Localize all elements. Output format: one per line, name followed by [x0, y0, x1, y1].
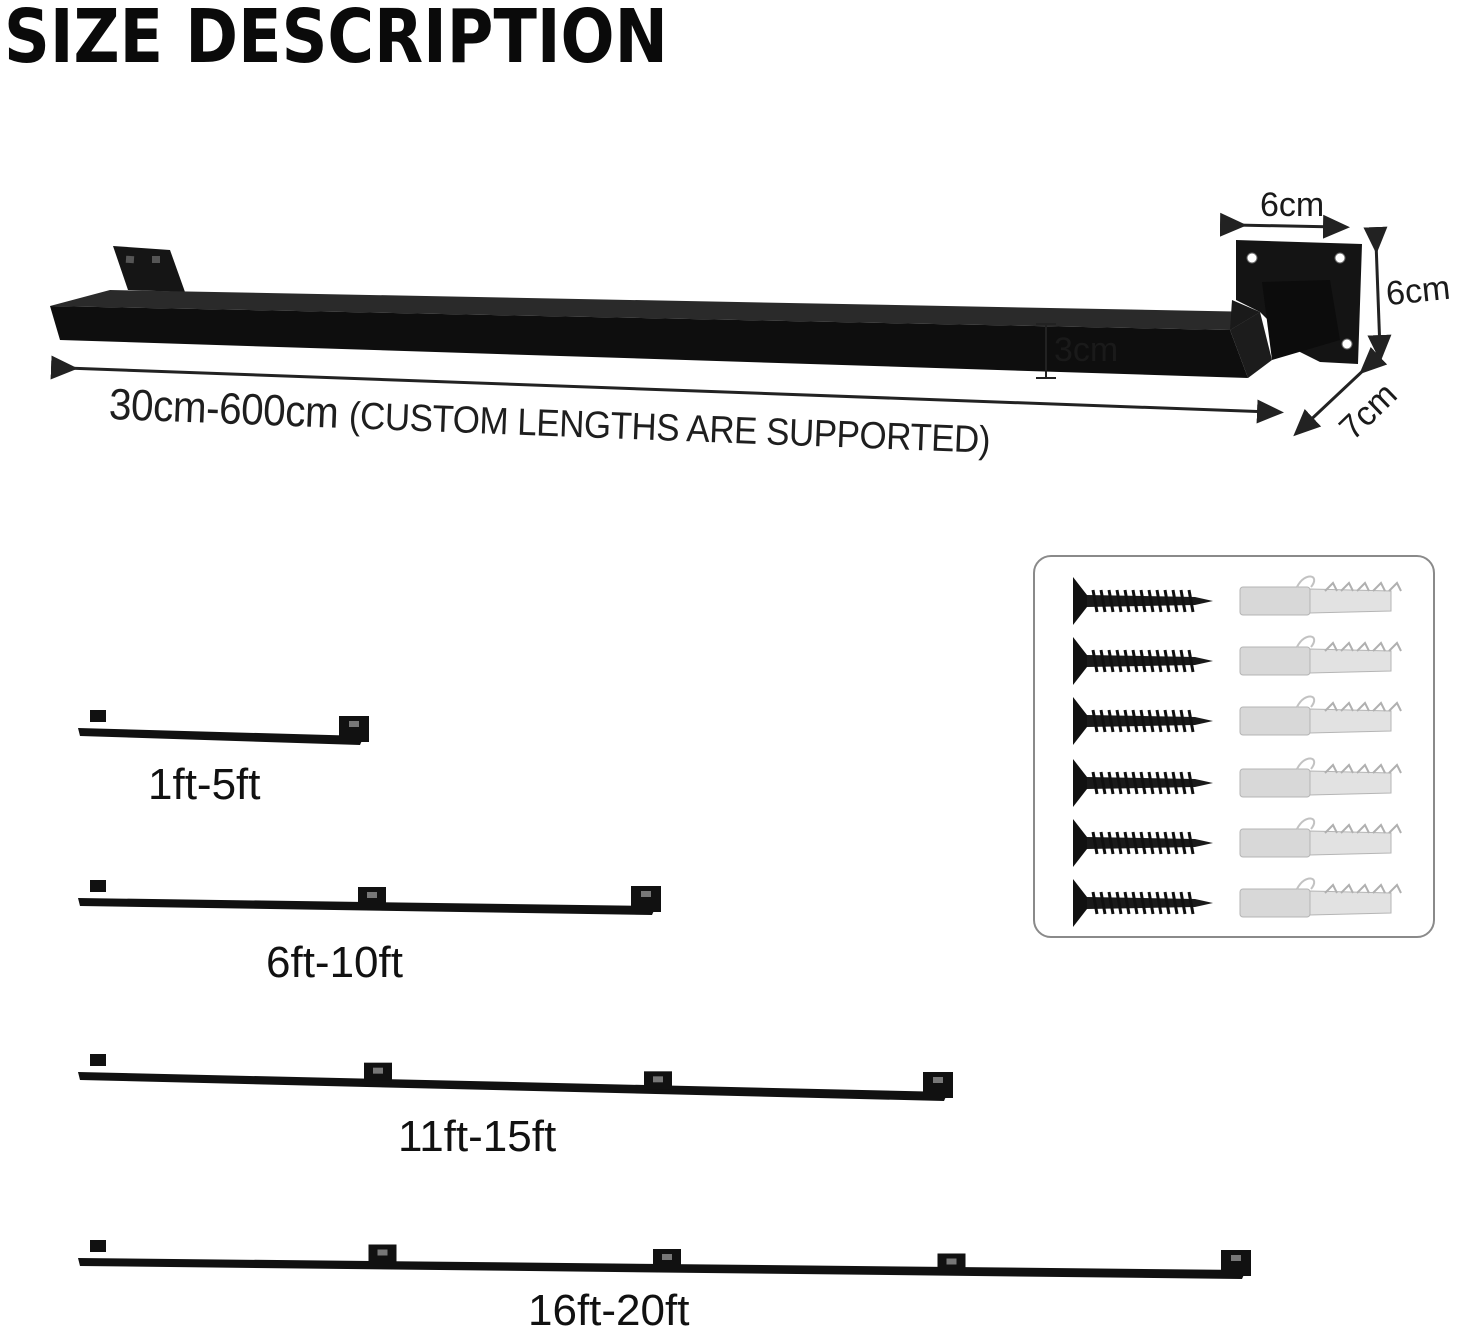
rail-bar: [78, 898, 656, 915]
left-mounting-plate: [113, 246, 185, 292]
bracket-hole: [1231, 1255, 1241, 1261]
rail-bar: [78, 728, 364, 745]
rail-bar: [78, 1072, 948, 1101]
screw: [1073, 697, 1213, 745]
mounting-bracket: [90, 1240, 106, 1252]
wall-anchor: [1239, 757, 1402, 798]
wall-anchor: [1239, 817, 1402, 858]
bracket-hole: [946, 1258, 957, 1265]
screws-and-anchors-drawing: [1073, 575, 1402, 927]
rail-option-1: [78, 710, 369, 745]
bracket-hole: [933, 1077, 943, 1083]
wall-anchor: [1239, 877, 1402, 918]
wall-anchor: [1239, 695, 1402, 736]
mounting-bracket: [339, 716, 369, 742]
screw: [1073, 879, 1213, 927]
dimension-arrows: [50, 212, 1392, 437]
bracket-hole: [373, 1067, 383, 1074]
rail-option-3: [78, 1054, 953, 1101]
option-label-1: 1ft-5ft: [148, 760, 261, 809]
bracket-hole: [349, 721, 359, 727]
rail-option-2: [78, 880, 661, 915]
rail-bar: [78, 1258, 1246, 1279]
mounting-bracket: [90, 710, 106, 722]
screw: [1073, 759, 1213, 807]
mounting-bracket: [1221, 1250, 1251, 1276]
mounting-bracket: [90, 1054, 106, 1066]
screw: [1073, 819, 1213, 867]
option-label-2: 6ft-10ft: [266, 938, 403, 987]
bracket-hole: [641, 891, 651, 897]
screw: [1073, 577, 1213, 625]
bracket-width-label: 6cm: [1260, 186, 1325, 224]
hardware-kit-panel: [1033, 555, 1435, 938]
right-mounting-plate: [1236, 240, 1362, 364]
option-label-4: 16ft-20ft: [528, 1286, 690, 1335]
bracket-hole: [377, 1249, 388, 1256]
bracket-hole: [653, 1076, 663, 1083]
bracket-hole: [367, 892, 377, 898]
mounting-bracket: [90, 880, 106, 892]
screw: [1073, 637, 1213, 685]
rail-option-4: [78, 1240, 1251, 1279]
page-title: SIZE DESCRIPTION: [4, 0, 668, 80]
option-label-3: 11ft-15ft: [398, 1112, 557, 1161]
mounting-bracket: [631, 886, 661, 912]
bar-thickness-label: 3cm: [1054, 331, 1119, 369]
mounting-bracket: [923, 1072, 953, 1098]
bracket-hole: [662, 1254, 672, 1260]
wall-anchor: [1239, 635, 1402, 676]
wall-anchor: [1239, 575, 1402, 616]
